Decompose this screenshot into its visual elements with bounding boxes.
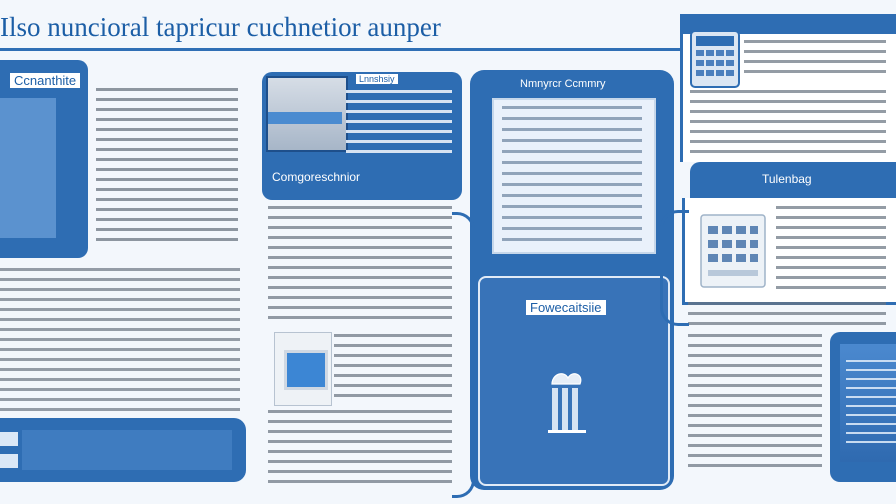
right-label: Tulenbag [762, 172, 812, 186]
calculator-icon [690, 30, 740, 88]
left-bottom-inner [22, 430, 232, 470]
center-bottom-label: Fowecaitsiie [526, 300, 606, 315]
right-lower-text-2 [688, 334, 822, 468]
right-lower-text [688, 302, 886, 330]
page-title: Ilso nuncioral tapricur cuchnetior aunpe… [0, 12, 441, 42]
left-bottom-square [0, 432, 18, 446]
left-lower-text [0, 268, 240, 412]
document-icon [700, 214, 766, 288]
right-top-text-2 [690, 90, 886, 158]
center-card-text [502, 106, 642, 242]
mid-text-block [268, 206, 452, 326]
right-top-text [744, 40, 886, 80]
mid-device-text [334, 334, 452, 404]
factory-icon [548, 373, 586, 433]
right-top-bar [680, 14, 896, 34]
connector-right [660, 210, 689, 326]
compare-label: Comgoreschnior [272, 170, 361, 184]
connector-left [452, 212, 475, 498]
right-middle-text [776, 206, 886, 294]
top-mid-label: Lnnshsiy [356, 74, 398, 84]
center-top-label: Nmnyrcr Ccmmry [520, 78, 606, 90]
left-bottom-square-2 [0, 454, 18, 468]
compare-image-stripe [268, 112, 342, 124]
mid-lower-text [268, 410, 452, 490]
left-header: Ccnanthite [10, 73, 81, 88]
right-bottom-screen-text [846, 360, 896, 450]
left-text-block [96, 88, 238, 248]
mid-device-screen [284, 350, 328, 390]
title-divider [0, 48, 896, 51]
compare-text [346, 90, 452, 156]
left-panel-inner [0, 98, 56, 238]
right-middle-panel [690, 162, 896, 198]
